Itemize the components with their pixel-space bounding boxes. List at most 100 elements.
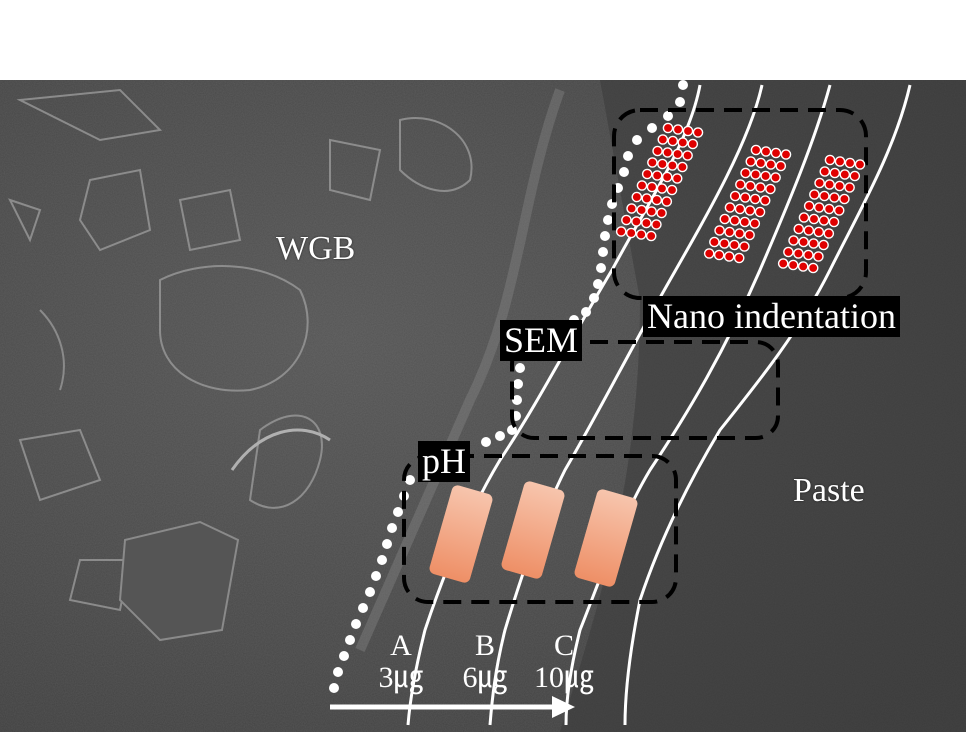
indent-dot (849, 170, 861, 182)
interface-dotted-line (329, 80, 688, 693)
indent-dot (809, 189, 820, 200)
indent-dot (687, 138, 699, 150)
wgb-particles (8, 88, 473, 612)
indent-dot (636, 204, 647, 216)
indent-dot (788, 235, 799, 246)
indent-dot (798, 212, 810, 223)
crack-edge (230, 428, 331, 471)
indent-dot (635, 229, 647, 240)
indent-dot (739, 192, 751, 203)
indent-dot (798, 236, 809, 248)
indent-dot (651, 170, 663, 181)
indent-dot (844, 157, 856, 169)
indent-dot (662, 122, 674, 134)
indent-dot (661, 171, 673, 183)
indent-dot (818, 239, 829, 251)
indent-dot (823, 203, 835, 215)
zone-b: B 6㎍ (440, 630, 530, 693)
indent-dot (745, 180, 756, 192)
indent-dot (824, 179, 835, 190)
indent-dot (641, 193, 653, 204)
indent-dot (625, 227, 637, 239)
indent-dot (666, 184, 678, 196)
indent-dot (839, 169, 851, 180)
indent-dot (834, 156, 846, 167)
zone-boundaries (406, 84, 912, 726)
indent-dot (692, 127, 704, 138)
indent-dot (713, 249, 725, 261)
indent-dot (823, 228, 835, 239)
indent-dot (813, 251, 824, 262)
zone-a: A 3㎍ (356, 630, 446, 693)
indent-dot (745, 156, 757, 167)
indent-dot (765, 159, 777, 170)
zone-a-width: 3㎍ (378, 660, 424, 694)
indent-dot (672, 124, 684, 135)
indent-dot (682, 150, 693, 161)
indent-dot (714, 225, 725, 236)
indent-dot (750, 169, 761, 180)
wgb-label: WGB (276, 230, 356, 267)
indent-dot (661, 196, 673, 207)
indent-dot (641, 168, 653, 180)
indent-dot (819, 166, 831, 177)
indent-dot (719, 213, 731, 225)
indent-dot (709, 236, 720, 248)
zone-c: C 10㎍ (514, 630, 614, 693)
boundary-line-bc (488, 84, 764, 726)
indent-dot (719, 238, 730, 249)
dark-particle (118, 520, 240, 642)
indent-dot (793, 223, 805, 235)
indent-dot (818, 215, 830, 226)
indent-dot (667, 160, 678, 171)
indent-dot (677, 137, 689, 148)
ph-sample-c (574, 489, 638, 587)
crack-edge-2 (39, 309, 65, 391)
indent-dot (808, 213, 820, 225)
zone-b-letter: B (474, 629, 495, 662)
ph-box (402, 454, 678, 604)
indent-dot (651, 194, 663, 206)
indent-dot (787, 259, 799, 271)
indent-dot (626, 203, 637, 214)
indent-dot (621, 214, 632, 226)
indent-dot (671, 173, 683, 184)
indent-dot (824, 154, 836, 166)
indent-dot (641, 217, 652, 229)
indent-dot (729, 215, 741, 226)
indent-dot (631, 216, 642, 227)
indent-dot (829, 192, 840, 203)
sem-box (510, 340, 780, 440)
indent-dot (672, 148, 683, 160)
ph-sample-a (429, 485, 493, 583)
indent-dot (645, 230, 657, 242)
indent-dot (750, 144, 762, 156)
indent-dot (657, 158, 668, 170)
indent-dot (652, 145, 663, 157)
indent-dot (829, 167, 841, 179)
indent-dot (834, 180, 845, 192)
indent-dot (814, 177, 825, 189)
indent-dot (646, 206, 657, 217)
indent-dot (844, 182, 855, 193)
zone-b-width: 6㎍ (462, 660, 508, 694)
indent-dot (839, 193, 850, 205)
interface-texture (355, 88, 565, 653)
indent-dot (631, 191, 643, 203)
indent-dot (682, 125, 694, 137)
indent-dot (735, 179, 746, 190)
indent-dot (723, 251, 735, 262)
indent-dot (759, 195, 771, 206)
indent-dot (647, 157, 658, 168)
indent-dot (808, 238, 819, 249)
indent-dot (656, 183, 668, 194)
boundary-line-c (564, 84, 832, 726)
indent-dot (813, 202, 825, 213)
indent-dot (783, 246, 794, 258)
sem-label: SEM (500, 320, 583, 361)
indent-dot (828, 216, 840, 228)
indent-dot (803, 200, 815, 212)
indent-dot (744, 205, 756, 216)
indent-dot (724, 202, 736, 213)
